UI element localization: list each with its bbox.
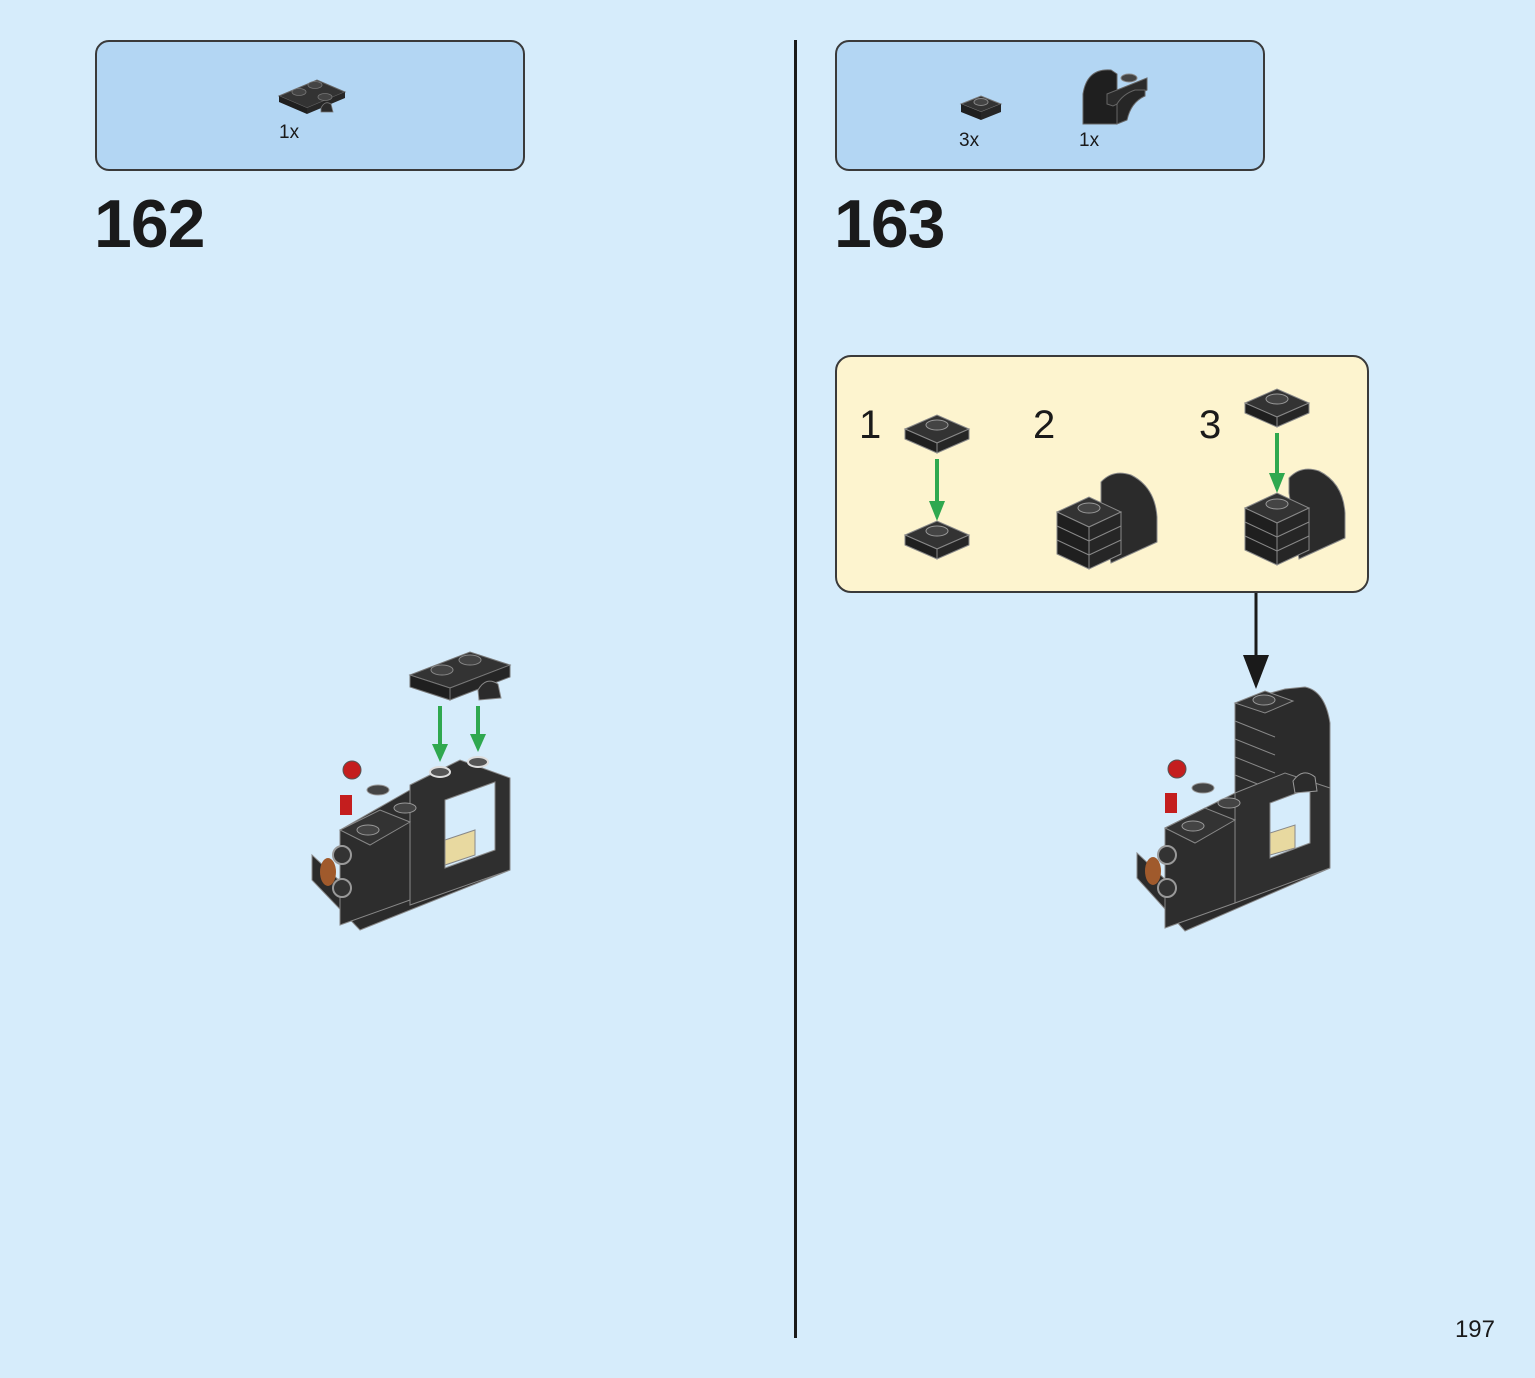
page-number: 197 (1454, 1316, 1495, 1343)
page-divider (794, 40, 797, 1338)
parts-list-163: 3x 1x (835, 40, 1265, 171)
step-number-163: 163 (834, 186, 945, 262)
plate-with-clip-icon (277, 79, 347, 114)
step-number-162: 162 (94, 186, 205, 262)
substep-number: 3 (1199, 403, 1222, 447)
substep-number: 1 (859, 403, 882, 447)
substep-3-illustration (1243, 388, 1346, 566)
step-163-model (1136, 593, 1331, 932)
curved-slope-brick-icon (1082, 69, 1148, 125)
plate-1x1-icon (959, 95, 1003, 120)
parts-list-162: 1x (95, 40, 525, 171)
subassembly-callout: 1 2 3 (835, 355, 1369, 593)
substep-1-illustration (903, 414, 971, 560)
part-qty: 3x (959, 130, 980, 151)
substep-2-illustration (1055, 472, 1158, 570)
part-qty: 1x (279, 122, 300, 143)
step-162-model (311, 651, 512, 931)
part-qty: 1x (1079, 130, 1100, 151)
substep-number: 2 (1033, 403, 1056, 447)
